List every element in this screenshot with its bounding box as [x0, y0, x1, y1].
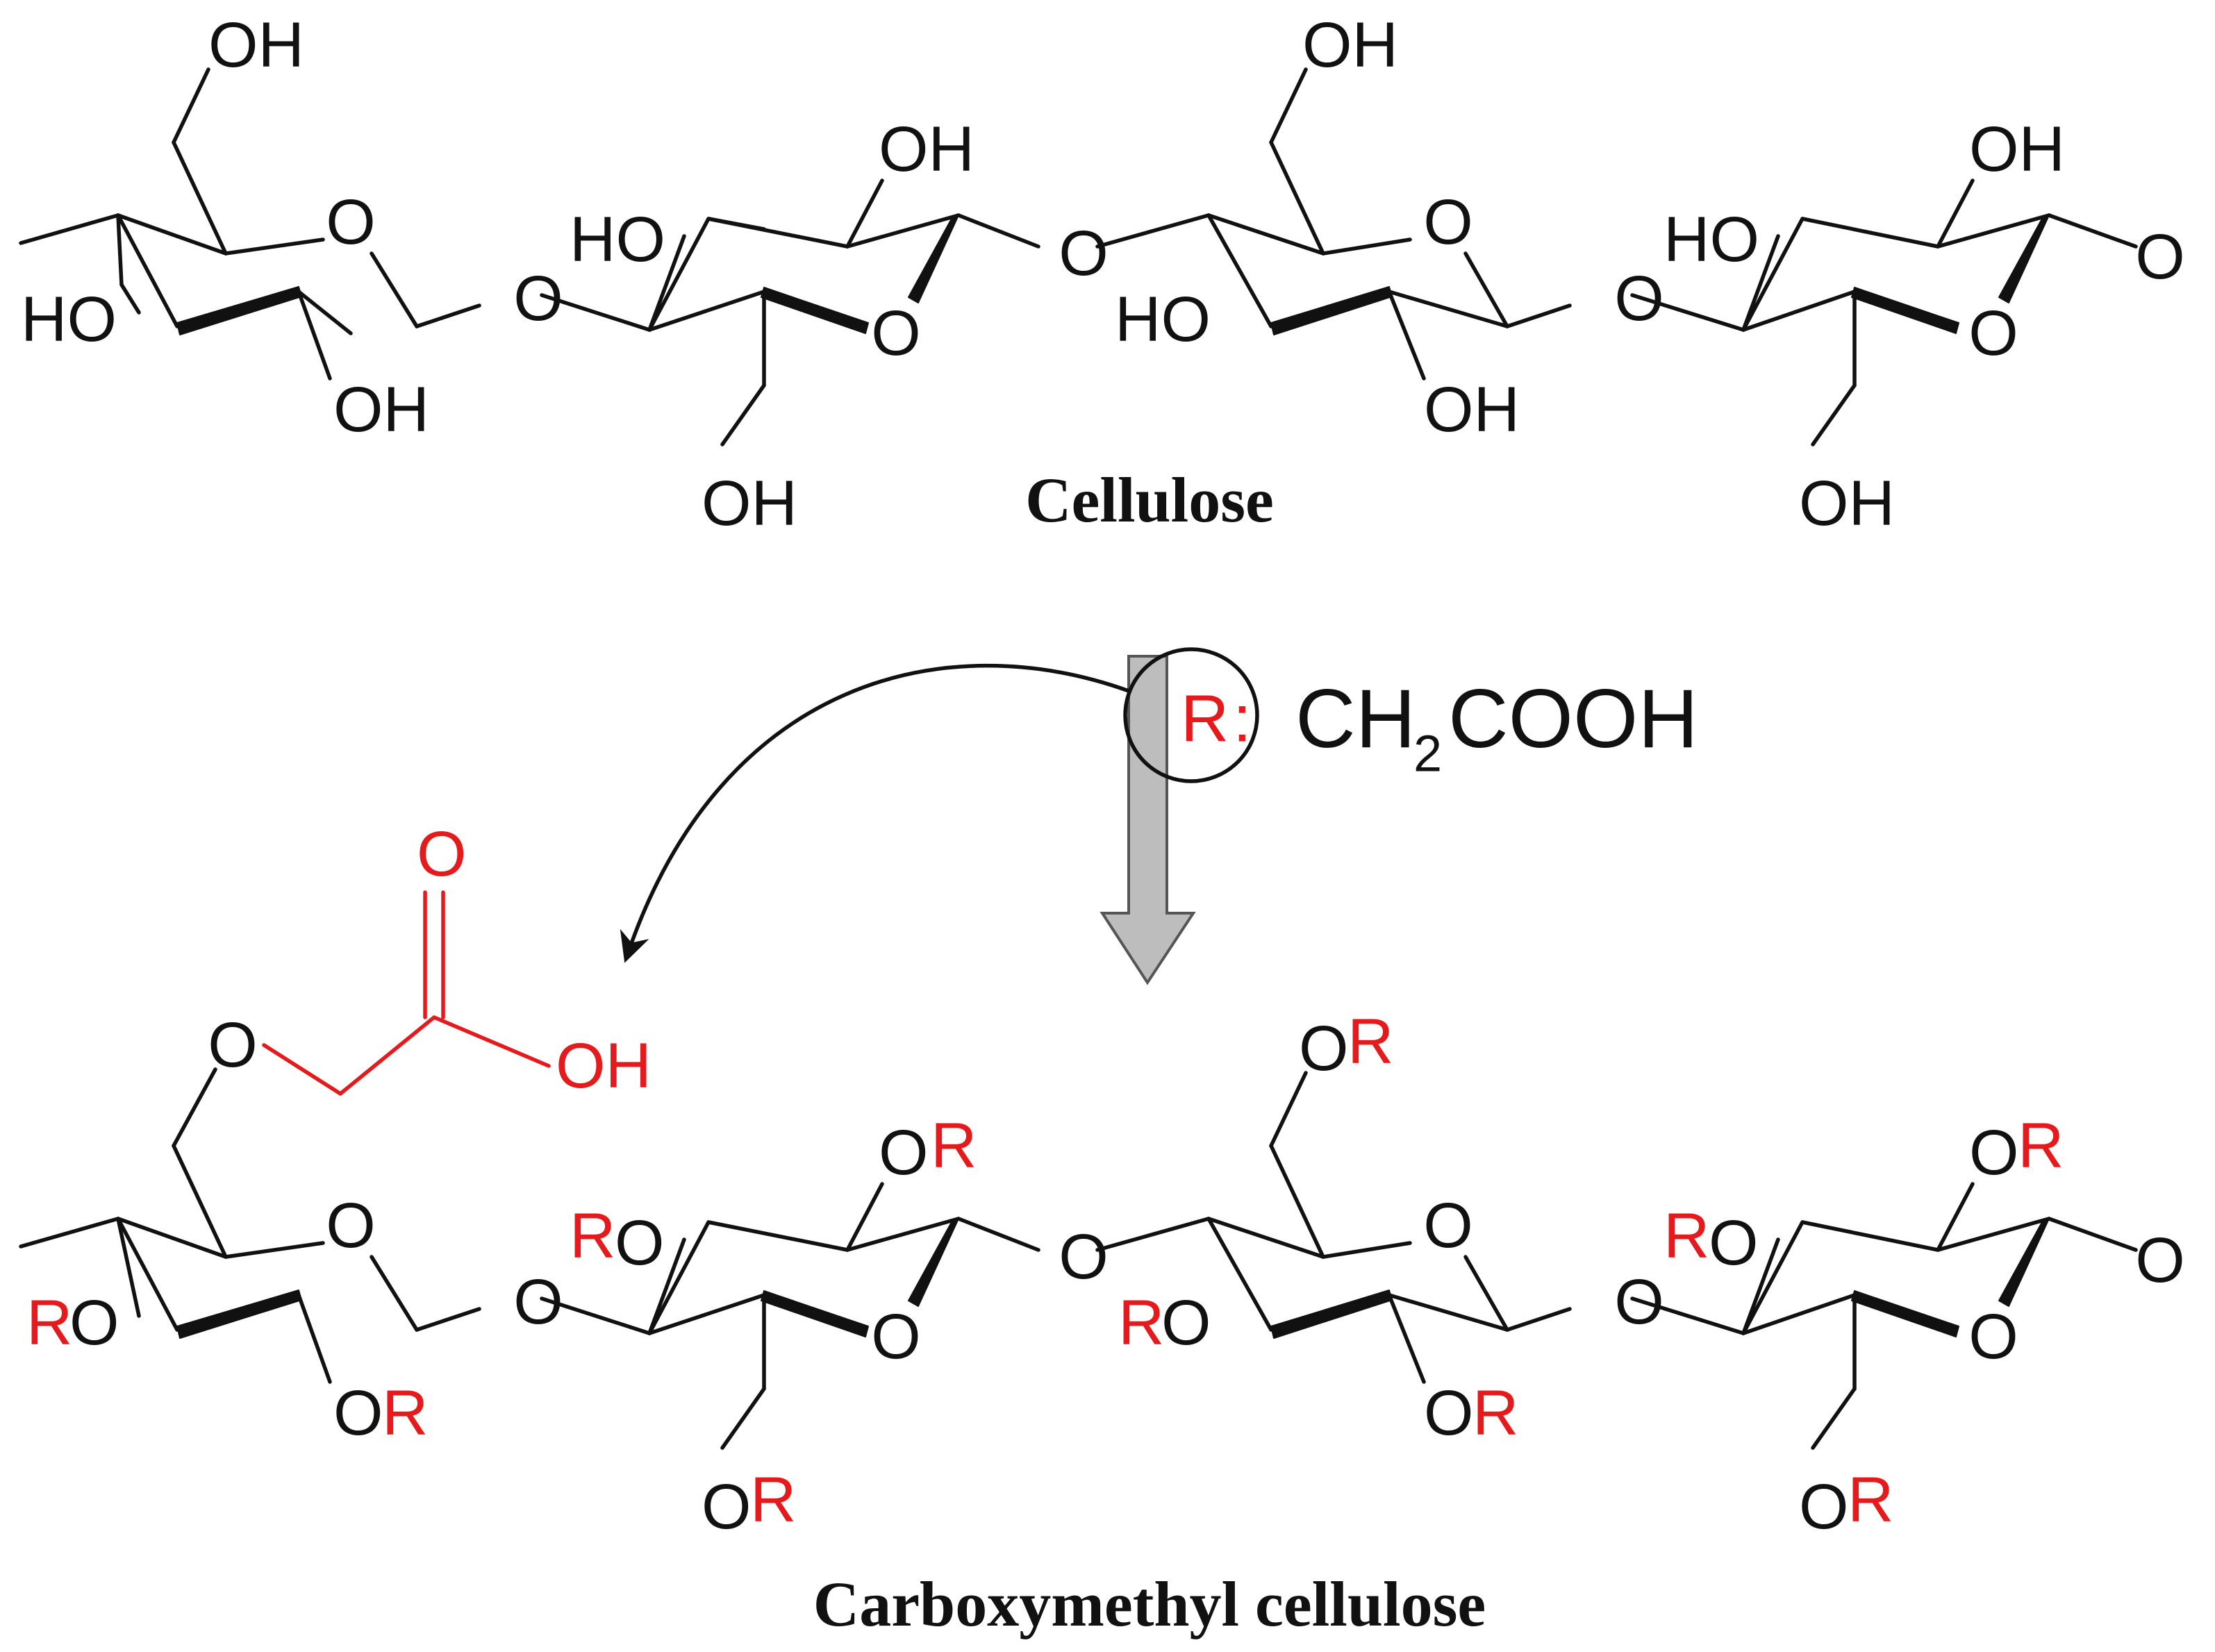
carboxymethyl-group-bonds	[262, 890, 551, 1096]
r-group-highlight-circle	[1123, 647, 1259, 783]
substituent-formula-cooh: COOH	[1448, 672, 1698, 765]
r-group-label: R	[1664, 1201, 1709, 1271]
ether-o-label: O	[1969, 1117, 2019, 1188]
ether-o-label: O	[879, 1117, 929, 1188]
r-group-label: R	[570, 1201, 615, 1271]
r-group-label: R	[931, 1110, 977, 1181]
r-group-label: R	[26, 1287, 72, 1358]
ring-oxygen-label: O	[871, 1301, 921, 1372]
glycosidic-oxygen-label: O	[1614, 263, 1664, 334]
substitution-pointer-arrow	[620, 663, 1131, 963]
ether-o-label: O	[1799, 1471, 1849, 1542]
ether-o-label: O	[1424, 1378, 1474, 1449]
ether-o-label: O	[333, 1378, 383, 1449]
oh-label: OH	[1424, 374, 1520, 445]
oh-label: OH	[1302, 10, 1398, 81]
r-group-label: R	[1848, 1465, 1893, 1535]
ring-oxygen-label: O	[1423, 1190, 1473, 1261]
ether-o-label: O	[615, 1208, 665, 1278]
glycosidic-oxygen-label: O	[513, 263, 563, 334]
r-group-label: R	[382, 1378, 428, 1449]
ring-oxygen-label: O	[326, 187, 376, 258]
reaction-arrow	[1100, 655, 1196, 985]
r-group-label: R	[1118, 1287, 1164, 1358]
cellulose-bonds	[19, 67, 2138, 447]
r-group-label: R	[2018, 1110, 2064, 1181]
carboxyl-oh-label: OH	[556, 1031, 652, 1101]
cmc-bonds	[19, 1067, 2138, 1450]
substituent-formula-subscript: 2	[1413, 725, 1442, 783]
ho-label: HO	[1664, 204, 1759, 275]
oh-label: OH	[1969, 114, 2065, 185]
substituent-formula-ch: CH	[1295, 672, 1416, 765]
ho-label: HO	[1115, 284, 1211, 355]
terminal-oxygen-label: O	[2135, 222, 2185, 292]
ether-o-label: O	[1709, 1208, 1759, 1278]
ether-o-label: O	[1161, 1287, 1211, 1358]
terminal-oxygen-label: O	[2135, 1225, 2185, 1296]
ring-oxygen-label: O	[871, 298, 921, 369]
oh-label: OH	[702, 468, 797, 539]
ether-o-label: O	[1299, 1013, 1349, 1084]
reaction-arrow-group: R : CH 2 COOH	[620, 647, 1698, 985]
ring-oxygen-label: O	[1968, 298, 2018, 369]
cmc-title: Carboxymethyl cellulose	[813, 1569, 1486, 1640]
oh-label: OH	[333, 374, 429, 445]
r-group-label: R	[1347, 1006, 1393, 1077]
r-group-key-colon: :	[1233, 682, 1252, 756]
oh-label: OH	[208, 10, 304, 81]
cellulose-structure: OH O HO OH O OH HO O OH O OH O HO OH O O…	[19, 10, 2185, 539]
oh-label: OH	[879, 114, 974, 185]
ether-o-label: O	[69, 1287, 119, 1358]
cmc-atom-labels: O O O O O O O O O O OH R O O R R O O R O…	[26, 819, 2185, 1542]
ho-label: HO	[21, 284, 117, 355]
ring-oxygen-label: O	[326, 1190, 376, 1261]
glycosidic-oxygen-label: O	[1059, 1221, 1109, 1292]
cellulose-atom-labels: OH O HO OH O OH HO O OH O OH O HO OH O O…	[21, 10, 2185, 539]
oh-label: OH	[1799, 468, 1895, 539]
cellulose-title: Cellulose	[1025, 465, 1274, 535]
r-group-label: R	[750, 1465, 796, 1535]
ether-o-label: O	[702, 1471, 752, 1542]
cmc-structure: O O O O O O O O O O OH R O O R R O O R O…	[19, 819, 2185, 1640]
r-group-label: R	[1472, 1378, 1518, 1449]
glycosidic-oxygen-label: O	[513, 1267, 563, 1337]
r-group-key-label: R	[1181, 682, 1229, 756]
ho-label: HO	[570, 204, 665, 275]
carbonyl-oxygen-label: O	[417, 819, 467, 890]
ring-oxygen-label: O	[1423, 187, 1473, 258]
glycosidic-oxygen-label: O	[1614, 1267, 1664, 1337]
glycosidic-oxygen-label: O	[1059, 218, 1109, 289]
ring-oxygen-label: O	[1968, 1301, 2018, 1372]
ether-oxygen-label: O	[208, 1010, 258, 1081]
